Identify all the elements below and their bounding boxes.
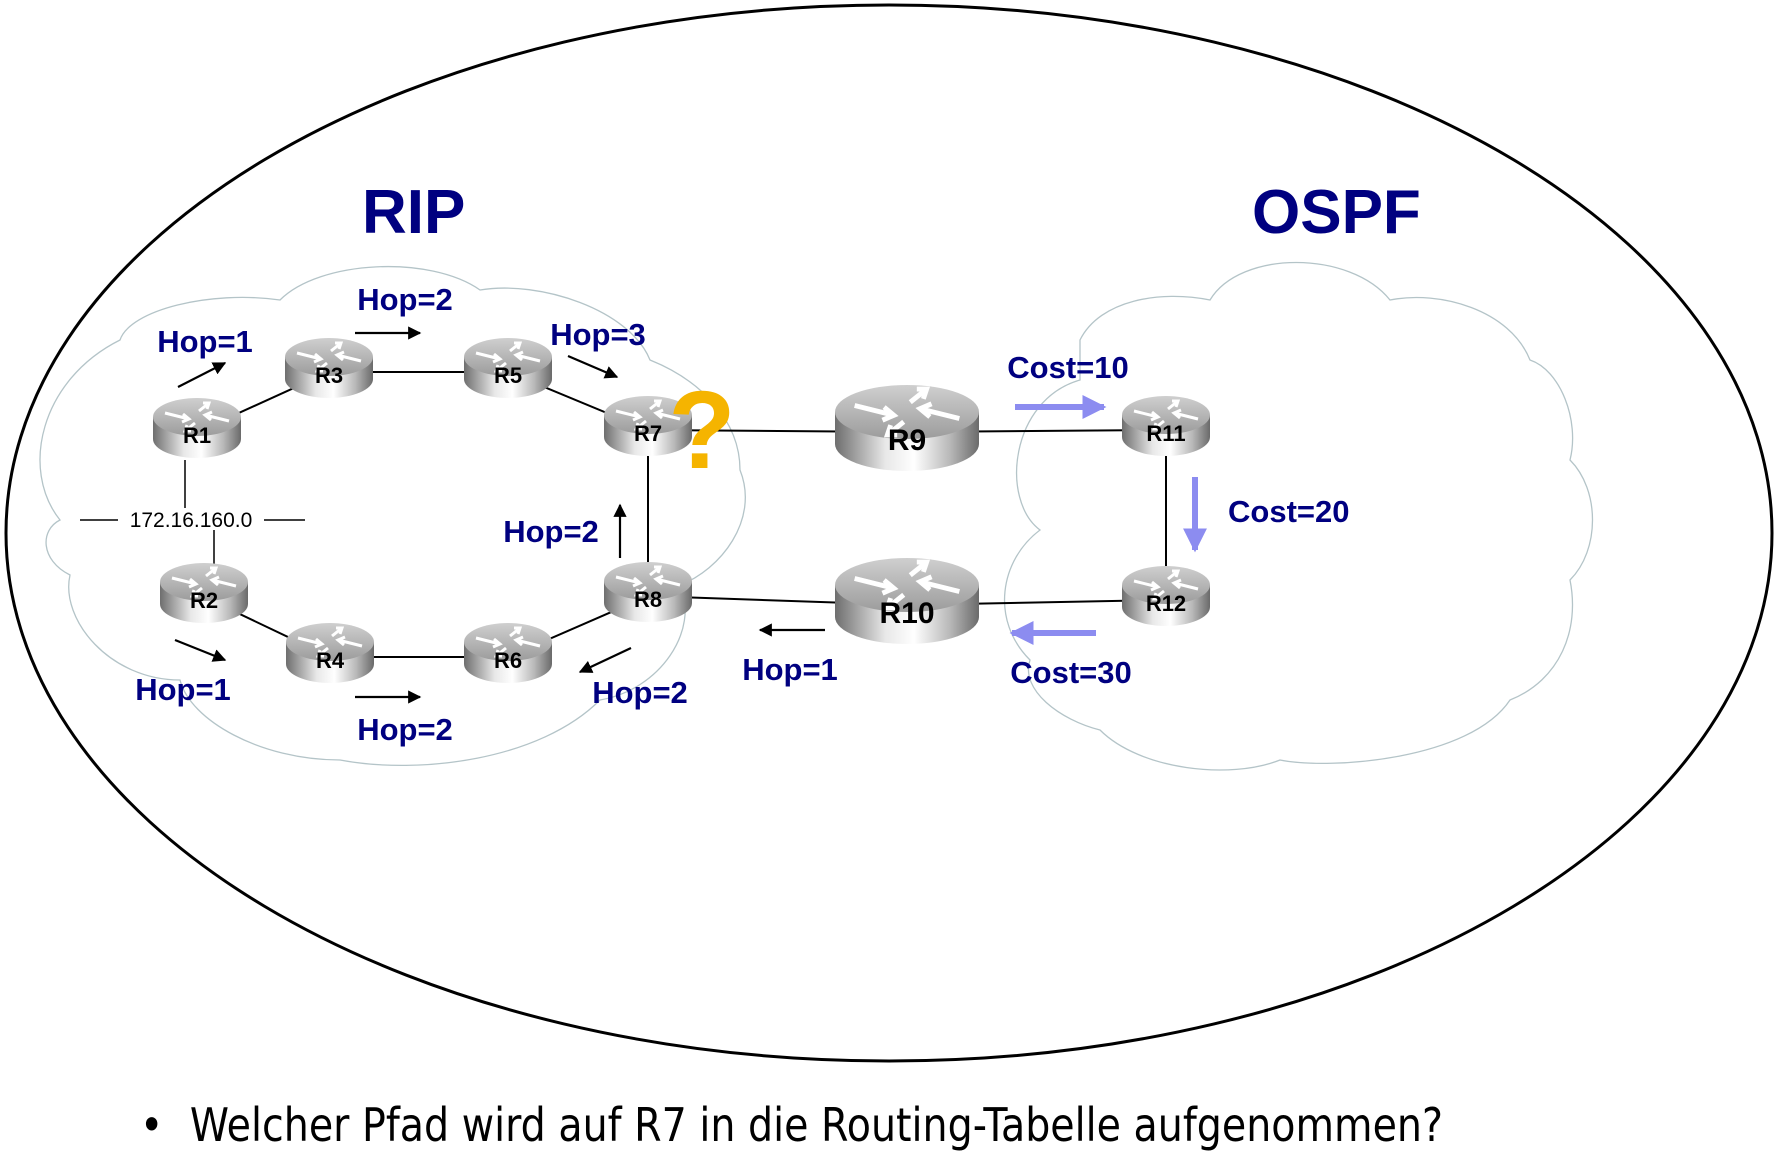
metric-hop-r10-r8: Hop=1 [742,623,838,687]
router-label: R12 [1146,591,1186,616]
metric-cost-r9-r11: Cost=10 [1007,350,1129,419]
router-label: R9 [888,424,926,457]
hop-arrow-icon [174,638,227,662]
router-label: R5 [494,363,522,388]
router-icon [475,341,541,373]
autonomous-system-ellipse [4,3,1774,1063]
hop-label: Hop=2 [592,675,688,710]
metric-hop-r2-r4: Hop=1 [135,638,231,707]
router-r12[interactable]: R12 [1122,566,1210,626]
metric-hop-r8-r7: Hop=2 [503,503,627,558]
router-r1[interactable]: R1 [153,398,241,458]
router-r9[interactable]: R9 [835,385,979,471]
metrics: Hop=1Hop=2Hop=3Hop=1Hop=2Hop=2Hop=2Hop=1… [135,282,1349,747]
router-label: R2 [190,588,218,613]
metric-hop-r3-r5: Hop=2 [355,282,453,340]
router-icon [475,626,541,658]
router-r5[interactable]: R5 [464,338,552,398]
metric-hop-r5-r7: Hop=3 [550,317,646,379]
hop-label: Hop=2 [357,712,453,747]
router-icon [615,565,681,597]
router-icon [854,386,960,438]
network-label: 172.16.160.0 [130,509,253,532]
router-label: R7 [634,421,662,446]
metric-cost-r11-r12: Cost=20 [1183,477,1349,553]
router-top [835,385,979,439]
router-top [604,562,692,600]
router-r4[interactable]: R4 [286,623,374,683]
router-label: R1 [183,423,211,448]
hop-arrow-icon [567,354,619,379]
router-r11[interactable]: R11 [1122,396,1210,456]
router-top [604,396,692,434]
router-icon [615,399,681,431]
router-r7[interactable]: R7 [604,396,692,456]
router-icon [1133,569,1199,601]
hop-arrow-icon [578,647,632,673]
router-label: R4 [316,648,345,673]
router-icon [164,401,230,433]
router-label: R6 [494,648,522,673]
hop-label: Hop=1 [742,652,838,687]
rip-title: RIP [362,178,465,247]
router-r3[interactable]: R3 [285,338,373,398]
hop-arrow-icon [177,362,227,388]
router-top [835,558,979,612]
metric-hop-r4-r6: Hop=2 [355,690,453,747]
router-r2[interactable]: R2 [160,563,248,623]
router-r6[interactable]: R6 [464,623,552,683]
hop-label: Hop=2 [357,282,453,317]
router-icon [171,566,237,598]
router-r8[interactable]: R8 [604,562,692,622]
router-top [464,338,552,376]
metric-hop-r1-r3: Hop=1 [157,324,253,388]
router-icon [854,559,960,611]
router-top [286,623,374,661]
router-label: R8 [634,587,662,612]
cost-label: Cost=30 [1010,655,1131,690]
router-top [285,338,373,376]
router-top [160,563,248,601]
hop-label: Hop=3 [550,317,646,352]
router-icon [296,341,362,373]
hop-label: Hop=2 [503,514,599,549]
ospf-title: OSPF [1252,178,1421,247]
rip-cloud [39,265,746,767]
router-icon [297,626,363,658]
network-segment: 172.16.160.0 [80,460,305,575]
router-top [1122,396,1210,434]
router-label: R10 [879,597,934,630]
router-top [464,623,552,661]
caption-text: Welcher Pfad wird auf R7 in die Routing-… [189,1098,1443,1152]
router-top [1122,566,1210,604]
router-top [153,398,241,436]
cost-label: Cost=10 [1007,350,1128,385]
cost-label: Cost=20 [1228,494,1349,529]
router-label: R3 [315,363,343,388]
metric-cost-r12-r10: Cost=30 [1009,621,1132,690]
router-label: R11 [1146,421,1185,446]
question-mark-icon: ? [668,369,735,492]
hop-label: Hop=1 [157,324,253,359]
router-r10[interactable]: R10 [835,558,979,644]
metric-hop-r8-r6: Hop=2 [578,647,688,710]
question-caption: • Welcher Pfad wird auf R7 in die Routing… [140,1098,1443,1152]
bullet: • [140,1098,164,1152]
hop-label: Hop=1 [135,672,231,707]
router-icon [1133,399,1199,431]
